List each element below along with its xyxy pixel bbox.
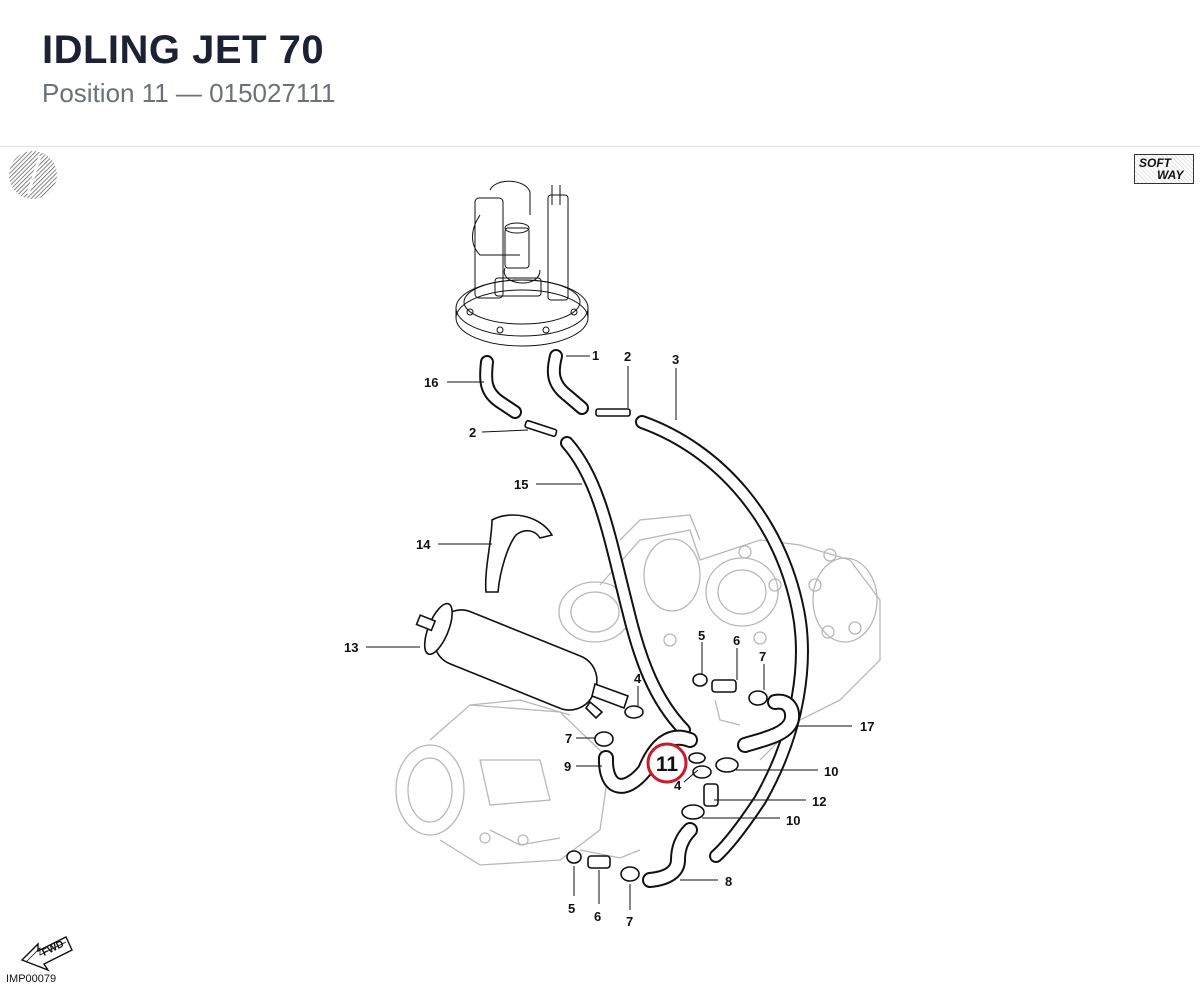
callout-4-lower: 4 xyxy=(674,778,682,793)
page-title: IDLING JET 70 xyxy=(42,28,325,72)
callout-7-left: 7 xyxy=(565,731,572,746)
leader-lines xyxy=(366,355,852,910)
logo-text-bottom: WAY xyxy=(1157,168,1184,182)
parts-diagram: 1 2 3 16 2 15 14 13 5 6 7 4 17 7 9 4 10 … xyxy=(9,151,881,972)
callout-2-top: 2 xyxy=(624,349,631,364)
logo-text-top: SOFT xyxy=(1139,156,1171,170)
callout-5-lower: 5 xyxy=(568,901,575,916)
callout-5-upper: 5 xyxy=(698,628,705,643)
callout-6-lower: 6 xyxy=(594,909,601,924)
callout-14: 14 xyxy=(416,537,431,552)
callout-7-lower: 7 xyxy=(626,914,633,929)
callout-17: 17 xyxy=(860,719,874,734)
callout-10-lower: 10 xyxy=(786,813,800,828)
callout-13: 13 xyxy=(344,640,358,655)
hoses xyxy=(479,349,809,888)
callout-8: 8 xyxy=(725,874,732,889)
callout-16: 16 xyxy=(424,375,438,390)
callout-1: 1 xyxy=(592,348,599,363)
callout-7-upper: 7 xyxy=(759,649,766,664)
callout-2-left: 2 xyxy=(469,425,476,440)
callout-12: 12 xyxy=(812,794,826,809)
callout-6-upper: 6 xyxy=(733,633,740,648)
page-header: IDLING JET 70 Position 11 — 015027111 xyxy=(0,0,1200,147)
highlight-position-11[interactable]: 11 xyxy=(646,742,688,784)
callout-4-upper: 4 xyxy=(634,671,642,686)
callout-15: 15 xyxy=(514,477,528,492)
diagram-code: IMP00079 xyxy=(6,973,57,985)
callout-3: 3 xyxy=(672,352,679,367)
small-parts xyxy=(415,408,768,882)
corner-logo-icon xyxy=(9,151,57,199)
callout-9: 9 xyxy=(564,759,571,774)
highlight-label[interactable]: 11 xyxy=(656,753,679,776)
engine-background xyxy=(395,514,881,866)
callout-10-upper: 10 xyxy=(824,764,838,779)
jet-pump-assembly xyxy=(455,180,589,347)
page-subtitle: Position 11 — 015027111 xyxy=(42,78,336,108)
highlight-circle[interactable] xyxy=(646,742,688,784)
fwd-arrow-icon: FWD xyxy=(20,936,73,972)
callout-labels: 1 2 3 16 2 15 14 13 5 6 7 4 17 7 9 4 10 … xyxy=(344,348,874,929)
softway-logo: SOFT WAY xyxy=(1134,154,1194,184)
